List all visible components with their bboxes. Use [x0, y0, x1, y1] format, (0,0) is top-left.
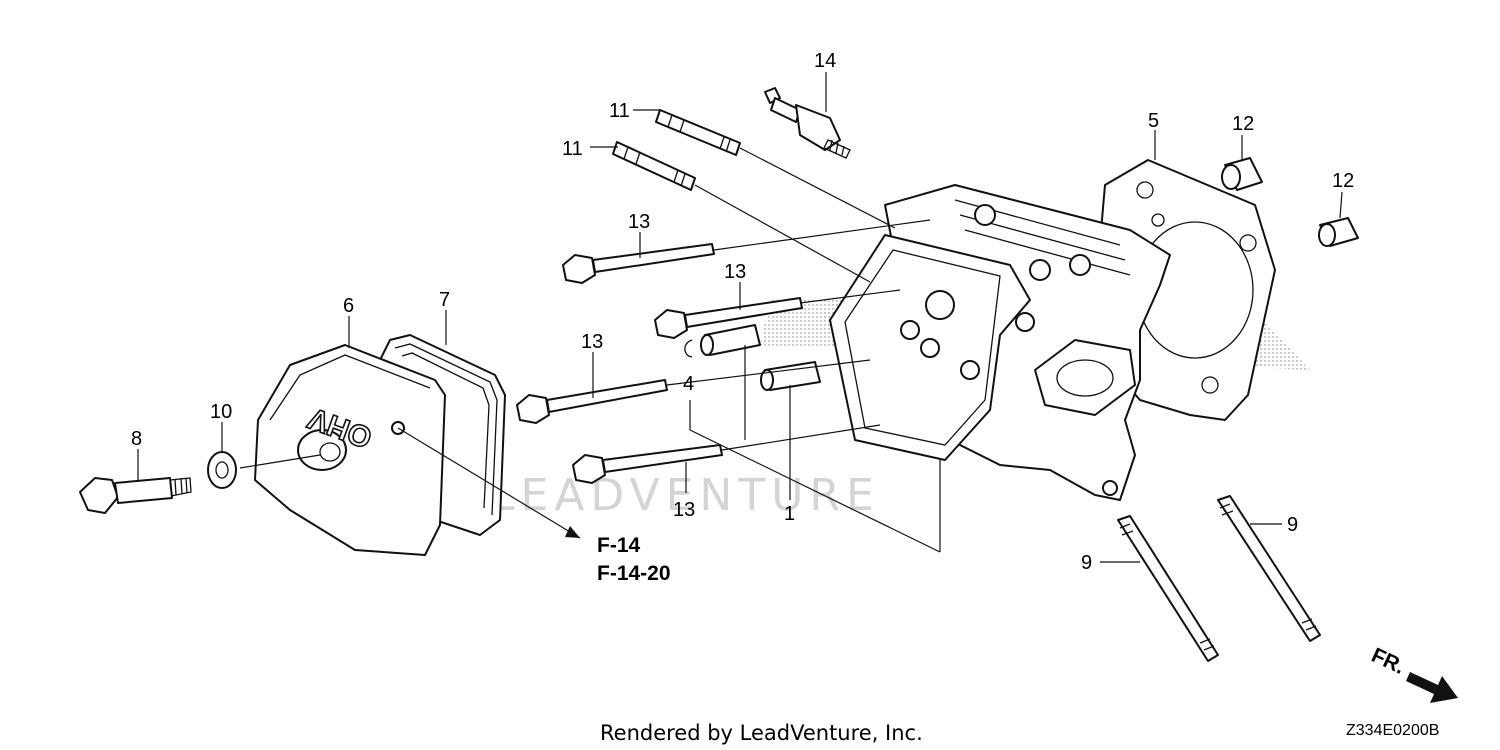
head-bolt-4: [572, 444, 723, 484]
label-1: 1: [784, 503, 795, 525]
label-11-lower: 11: [562, 138, 583, 160]
head-bolt-3: [516, 379, 668, 424]
washer: [207, 451, 237, 489]
leader-lines: [137, 72, 1343, 563]
label-12-lower: 12: [1332, 170, 1354, 192]
reference-codes: F-14 F-14-20: [597, 534, 671, 585]
label-11-upper: 11: [609, 100, 630, 122]
label-10: 10: [210, 401, 232, 423]
label-13-d: 13: [673, 499, 695, 521]
label-4: 4: [683, 373, 694, 395]
reference-arrow-head: [565, 526, 580, 538]
stud-lower: [612, 141, 696, 191]
dowel-pin-2: [760, 361, 821, 391]
fr-label: FR.: [1368, 644, 1408, 679]
head-bolt-2: [654, 297, 803, 339]
head-cover: OHV: [254, 344, 446, 556]
label-8: 8: [131, 428, 142, 450]
long-stud-right: [1217, 495, 1321, 642]
footer-credit: Rendered by LeadVenture, Inc.: [600, 721, 923, 745]
long-stud-left: [1117, 515, 1219, 662]
label-12-upper: 12: [1232, 113, 1254, 135]
label-6: 6: [343, 295, 354, 317]
cover-bolt: [79, 477, 192, 514]
stud-upper: [655, 109, 741, 156]
label-9-left: 9: [1081, 552, 1092, 574]
label-7: 7: [439, 289, 450, 311]
dowel-12-lower: [1318, 217, 1359, 247]
label-13-a: 13: [628, 211, 650, 233]
spark-plug: [764, 87, 851, 159]
part-labels: 11 11 14 5 12 12 13 13 13 13 4 1 6 7 10 …: [131, 50, 1354, 574]
label-13-c: 13: [581, 331, 603, 353]
clip-ring: [684, 339, 693, 358]
front-direction-marker: FR.: [1368, 644, 1458, 703]
dowel-12-upper: [1221, 157, 1263, 191]
watermark: LEADVENTURE: [490, 470, 880, 521]
label-9-right: 9: [1287, 514, 1298, 536]
label-5: 5: [1148, 110, 1159, 132]
label-14: 14: [814, 50, 836, 72]
label-13-b: 13: [724, 261, 746, 283]
fr-arrow-icon: [1406, 672, 1458, 703]
head-bolt-1: [562, 243, 715, 284]
ref-f-14: F-14: [597, 534, 641, 557]
ref-f-14-20: F-14-20: [597, 562, 671, 585]
diagram-code: Z334E0200B: [1346, 722, 1439, 739]
dowel-pin-1: [700, 324, 761, 356]
svg-text:LEADVENTURE: LEADVENTURE: [490, 470, 880, 521]
cylinder-head: [829, 184, 1171, 501]
